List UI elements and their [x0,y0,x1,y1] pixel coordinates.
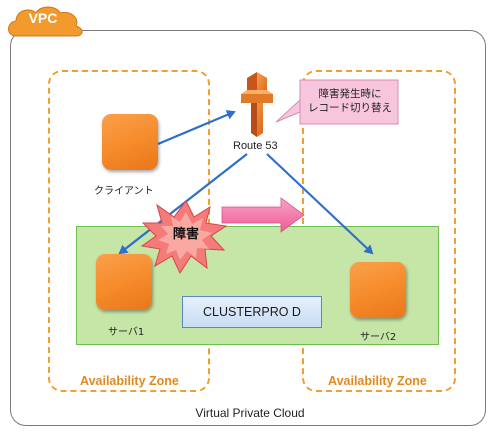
callout-text: 障害発生時に レコード切り替え [306,82,394,122]
route53-icon [241,72,273,137]
failure-label: 障害 [172,227,199,242]
server2-instance-icon [350,262,406,318]
client-label: クライアント [94,186,154,197]
clusterpro-label: CLUSTERPRO D [203,305,301,319]
arrow-client-to-route53 [157,110,236,146]
route53-label: Route 53 [233,140,278,152]
vpc-badge-label: VPC [28,10,58,26]
availability-zone-left-label: Availability Zone [80,374,179,388]
explosion-icon [140,200,228,275]
callout-line-1: 障害発生時に [318,88,382,101]
vpc-caption: Virtual Private Cloud [195,406,305,420]
arrow-route53-to-server2 [266,153,374,255]
cloud-icon [8,6,83,37]
callout-box [275,79,399,125]
server1-label: サーバ1 [108,327,145,338]
callout-line-2: レコード切り替え [308,102,392,114]
failover-arrow-icon [221,197,305,233]
server1-instance-icon [96,254,152,310]
server2-label: サーバ2 [360,332,397,343]
availability-zone-right-label: Availability Zone [328,374,427,388]
client-instance-icon [102,114,158,170]
clusterpro-box: CLUSTERPRO D [182,296,322,328]
